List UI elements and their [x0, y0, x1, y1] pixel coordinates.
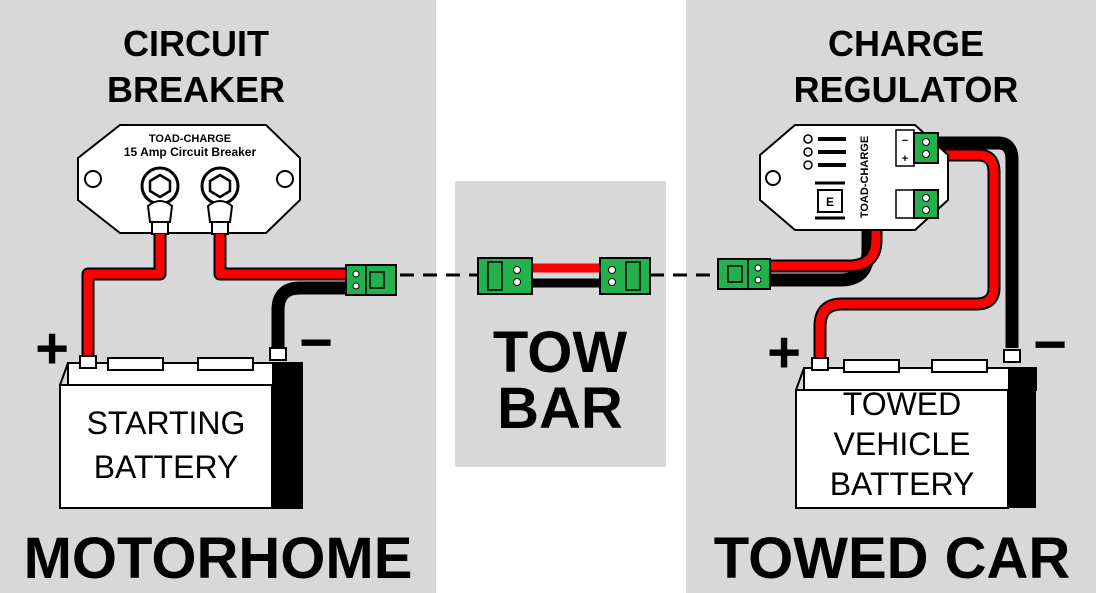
- regulator-e-box: [817, 189, 843, 213]
- regulator-e-label: E: [826, 195, 834, 209]
- circuit-breaker: TOAD-CHARGE 15 Amp Circuit Breaker: [77, 124, 301, 235]
- charge-regulator-title-1: CHARGE: [828, 23, 984, 64]
- regulator-term-plus: +: [902, 153, 908, 165]
- towbar-label-1: TOW: [493, 320, 627, 385]
- starting-battery-plus: +: [35, 316, 69, 381]
- breaker-label-line2: 15 Amp Circuit Breaker: [124, 145, 257, 159]
- towbar-cable: [477, 257, 651, 295]
- charge-regulator-title-2: REGULATOR: [794, 69, 1019, 110]
- towbar-panel: [455, 181, 666, 467]
- starting-battery: STARTING BATTERY: [59, 347, 303, 509]
- regulator-label: TOAD-CHARGE: [859, 136, 871, 218]
- breaker-label-line1: TOAD-CHARGE: [149, 133, 231, 145]
- motorhome-wires: [81, 234, 352, 358]
- circuit-breaker-title-2: BREAKER: [107, 69, 285, 110]
- mount-hole-icon: [276, 170, 294, 188]
- starting-battery-label-2: BATTERY: [94, 449, 239, 485]
- towed-battery-label-2: VEHICLE: [834, 426, 971, 462]
- circuit-breaker-title-1: CIRCUIT: [123, 23, 269, 64]
- towed-battery-plus: +: [767, 320, 801, 385]
- towed-car-footer: TOWED CAR: [714, 526, 1071, 591]
- towed-battery-label-3: BATTERY: [830, 466, 975, 502]
- towed-battery-label-1: TOWED: [843, 386, 962, 422]
- starting-battery-label-1: STARTING: [87, 405, 246, 441]
- mount-hole-icon: [765, 170, 781, 186]
- charge-regulator: E TOAD-CHARGE − +: [759, 124, 949, 231]
- towed-vehicle-battery: TOWED VEHICLE BATTERY: [795, 349, 1037, 509]
- towed-car-connector: [717, 258, 771, 290]
- regulator-term-minus: −: [902, 135, 908, 147]
- towed-battery-minus: −: [1033, 312, 1067, 377]
- indicator-light-icon: [803, 147, 813, 157]
- indicator-light-icon: [803, 160, 813, 170]
- towbar-label-2: BAR: [497, 376, 623, 441]
- motorhome-footer: MOTORHOME: [24, 526, 413, 591]
- mount-hole-icon: [84, 170, 102, 188]
- motorhome-connector: [345, 264, 397, 296]
- starting-battery-minus: −: [299, 310, 333, 375]
- indicator-light-icon: [803, 134, 813, 144]
